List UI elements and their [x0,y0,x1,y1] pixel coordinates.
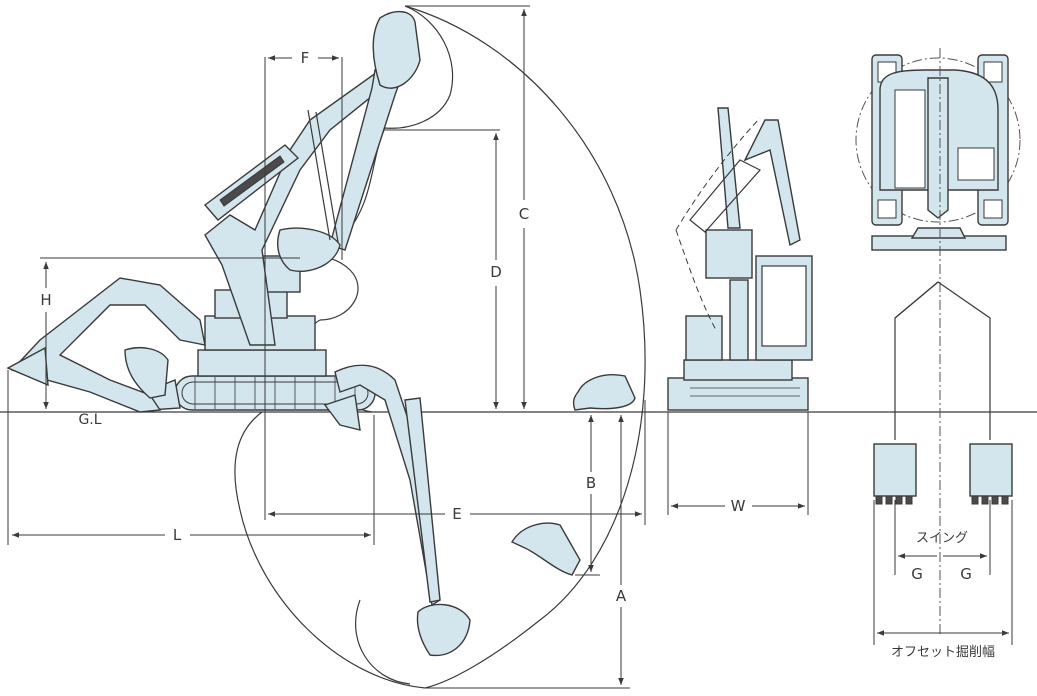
label-D: D [490,263,502,281]
excavator-top-view [855,54,1021,251]
offset-bucket-right [969,443,1013,497]
excavator-side-view [149,11,421,411]
label-C: C [519,205,529,223]
excavator-front-view [667,107,813,411]
label-W: W [731,497,746,515]
bucket-raised [372,11,421,89]
label-B: B [586,474,596,492]
boom-max-reach-position [6,277,206,413]
label-ground-line: G.L [78,412,101,428]
label-G-left: G [911,565,923,583]
arm-max-depth-position [323,364,471,657]
label-swing: スイング [916,531,968,546]
label-offset-width: オフセット掘削幅 [891,645,995,660]
label-E: E [452,505,461,523]
label-H: H [40,291,51,309]
offset-bucket-left [873,443,917,497]
label-G-right: G [960,565,972,583]
boom [204,69,394,346]
label-L: L [173,526,182,544]
bucket-ground-position [572,374,636,411]
label-F: F [301,49,310,67]
upper-structure [197,349,327,377]
bucket-mid-depth-position [511,522,581,576]
label-A: A [616,587,627,605]
